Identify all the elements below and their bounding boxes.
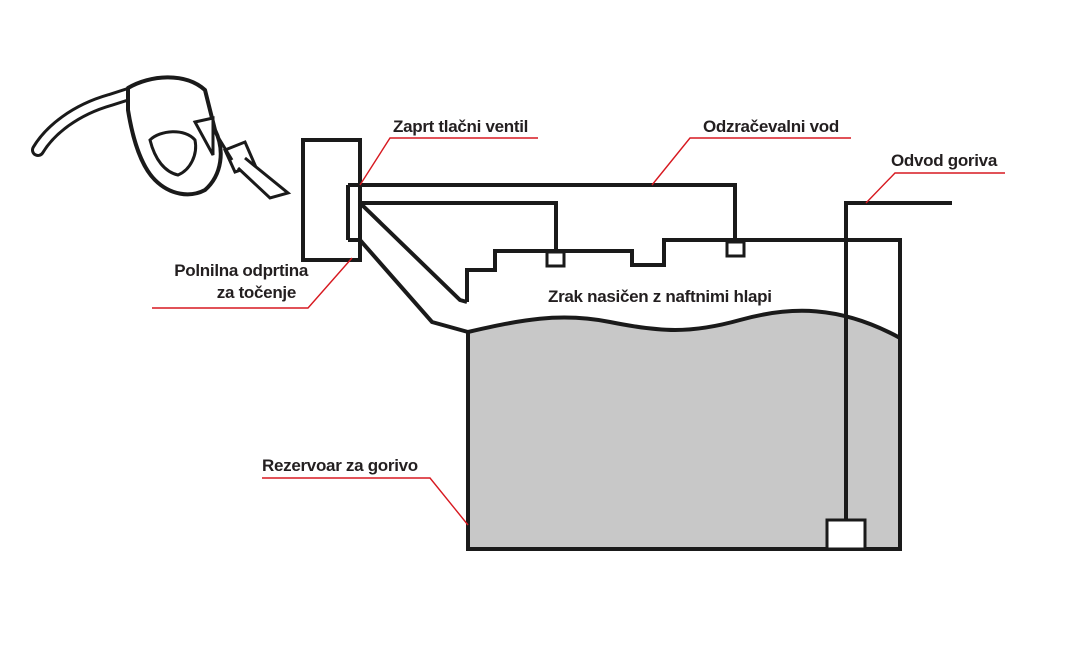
vent-cap-left (545, 250, 566, 268)
leader-closed-valve (359, 137, 538, 186)
fill-pipe-lower (348, 238, 469, 334)
label-vapor-air: Zrak nasičen z naftnimi hlapi (548, 287, 772, 306)
fuel-outlet-pipe (844, 201, 952, 520)
label-filling-opening-line2: za točenje (217, 283, 296, 302)
label-vent-line: Odzračevalni vod (703, 117, 839, 136)
fuel-pump-box (825, 518, 867, 551)
vent-cap-right (725, 240, 746, 258)
leader-filling-opening (152, 257, 353, 309)
vent-line-pipe (348, 183, 737, 242)
leader-vent-line (651, 137, 851, 186)
label-closed-pressure-valve: Zaprt tlačni ventil (393, 117, 528, 136)
label-filling-opening-line1: Polnilna odprtina (174, 261, 309, 280)
leader-fuel-tank (262, 477, 469, 526)
fuel-surface-line (467, 308, 901, 340)
fuel-liquid (468, 310, 900, 549)
inner-vapor-pipe (360, 201, 558, 252)
label-fuel-outlet: Odvod goriva (891, 151, 998, 170)
fuel-nozzle-icon (31, 75, 292, 200)
label-fuel-tank: Rezervoar za gorivo (262, 456, 418, 475)
fill-pipe-upper (358, 201, 468, 304)
leader-fuel-outlet (865, 172, 1005, 204)
